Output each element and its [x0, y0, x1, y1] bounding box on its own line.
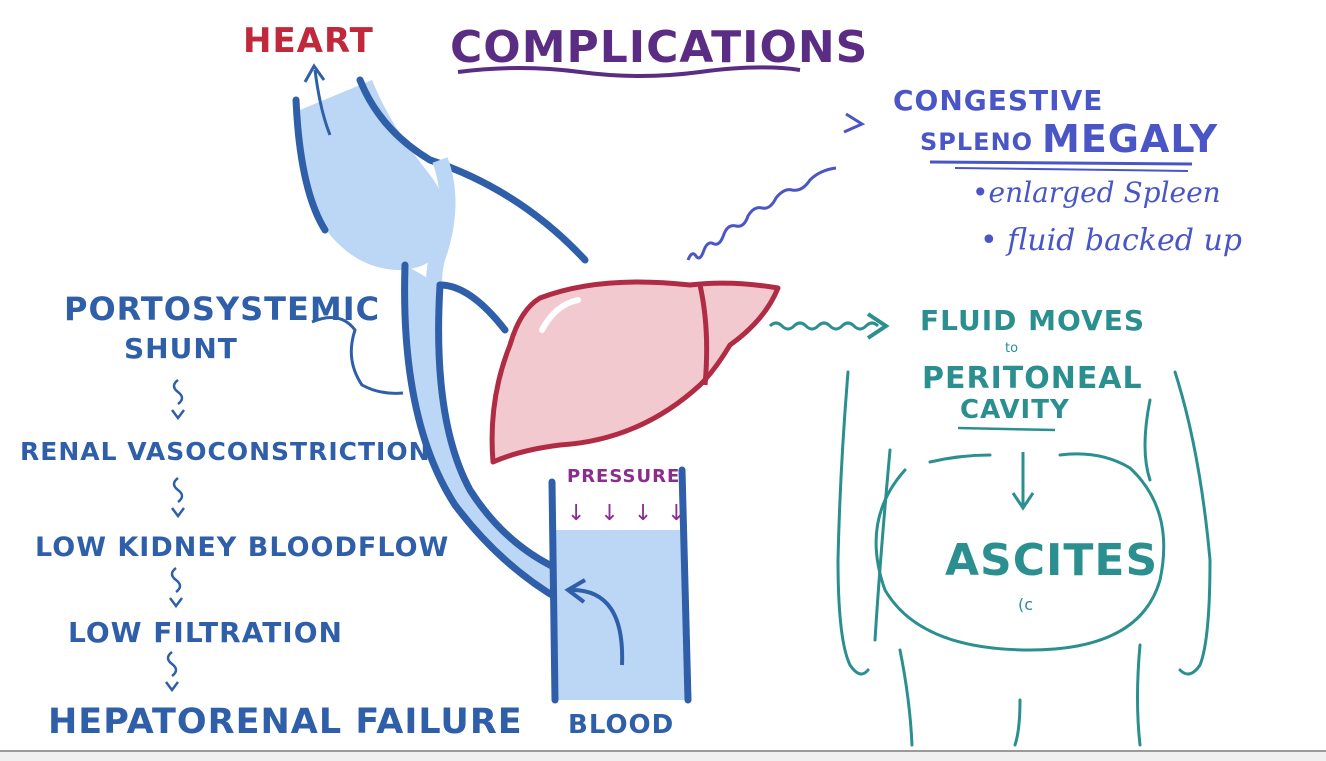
shunt-label-line1: PORTOSYSTEMIC [64, 290, 380, 328]
enlarged-spleen-bullet: •enlarged Spleen [972, 176, 1221, 209]
portal-vein-fill [555, 530, 685, 700]
squiggle-down-arrow-icon [171, 379, 185, 421]
fluid-moves-label: FLUID MOVES [920, 304, 1145, 337]
wavy-right-arrow-icon [768, 312, 890, 340]
up-arrow-icon [303, 63, 332, 136]
ascites-label: ASCITES [945, 535, 1158, 586]
peritoneal-label: PERITONEAL [922, 361, 1143, 396]
cavity-label: CAVITY [960, 395, 1070, 425]
spleno-prefix-label: SPLENO [920, 128, 1033, 156]
down-arrow-icon [1011, 452, 1035, 511]
liver-icon [489, 279, 781, 465]
shunt-label-line2: SHUNT [124, 332, 238, 365]
navel-mark: (c [1018, 595, 1033, 614]
pressure-arrows: ↓ ↓ ↓ ↓ [567, 501, 690, 526]
hepatorenal-failure-label: HEPATORENAL FAILURE [48, 702, 523, 742]
squiggle-down-arrow-icon [171, 477, 185, 519]
megaly-label: MEGALY [1042, 117, 1218, 161]
wavy-up-right-arrow-icon [686, 112, 866, 261]
fluid-to-label: to [1005, 341, 1018, 356]
title-underline [457, 65, 801, 78]
pressure-label: PRESSURE [567, 466, 680, 487]
blood-label: BLOOD [568, 710, 674, 740]
low-filtration-label: LOW FILTRATION [68, 616, 343, 649]
renal-vasoconstriction-label: RENAL VASOCONSTRICTION [20, 437, 431, 466]
diagram-title: COMPLICATIONS [450, 22, 868, 73]
bottom-bar [0, 750, 1326, 761]
curved-return-arrow-icon [564, 578, 625, 666]
low-kidney-bloodflow-label: LOW KIDNEY BLOODFLOW [35, 532, 449, 563]
heart-label: HEART [243, 21, 374, 61]
fluid-backed-up-bullet: • fluid backed up [980, 223, 1242, 258]
squiggle-down-arrow-icon [165, 651, 179, 693]
shunt-connector-line [311, 316, 404, 395]
upper-vein-fill [300, 80, 448, 270]
congestive-label: CONGESTIVE [893, 84, 1103, 117]
abdomen-outline [836, 370, 1212, 747]
squiggle-down-arrow-icon [169, 567, 183, 609]
